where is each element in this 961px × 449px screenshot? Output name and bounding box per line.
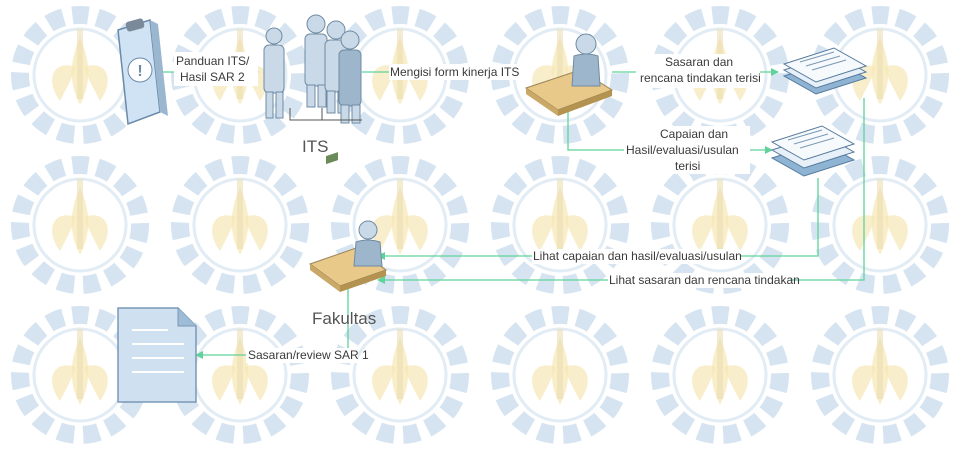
- capaian-terisi-line2: Hasil/evaluasi/usulan: [626, 143, 739, 157]
- people-group-icon: [263, 14, 362, 124]
- document-stack-icon-mid: [770, 125, 856, 177]
- its-label: ITS: [302, 137, 328, 156]
- panduan-line1: Panduan ITS/: [176, 54, 250, 68]
- document-icon: [117, 307, 197, 403]
- edge-lihat-capaian: [377, 178, 819, 260]
- person-at-computer-icon: [524, 33, 614, 116]
- panduan-line2: Hasil SAR 2: [180, 70, 245, 84]
- capaian-terisi-line3: terisi: [675, 159, 700, 173]
- svg-text:!: !: [137, 63, 142, 80]
- mengisi-label: Mengisi form kinerja ITS: [390, 65, 519, 79]
- lihat-sasaran-label: Lihat sasaran dan rencana tindakan: [609, 273, 800, 287]
- person-at-desk-icon: [308, 152, 388, 292]
- clipboard-warning-icon: !: [117, 18, 168, 126]
- lihat-capaian-label: Lihat capaian dan hasil/evaluasi/usulan: [533, 249, 742, 263]
- sasaran-review-label: Sasaran/review SAR 1: [248, 348, 369, 362]
- sasaran-terisi-line2: rencana tindakan terisi: [640, 71, 761, 85]
- sasaran-terisi-line1: Sasaran dan: [665, 55, 733, 69]
- fakultas-label: Fakultas: [312, 309, 376, 328]
- capaian-terisi-line1: Capaian dan: [660, 127, 728, 141]
- document-stack-icon-top: [782, 47, 868, 95]
- edge-lihat-sasaran: [377, 98, 865, 284]
- edge-labels: Panduan ITS/ Hasil SAR 2 Mengisi form ki…: [174, 52, 800, 363]
